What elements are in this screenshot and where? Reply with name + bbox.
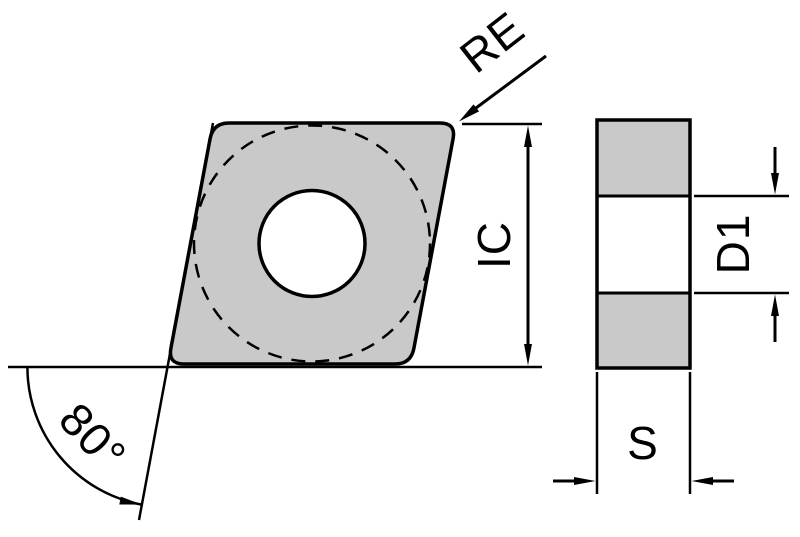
s-label: S bbox=[627, 417, 659, 469]
side-view-bottom-band bbox=[597, 293, 690, 368]
linework bbox=[8, 54, 789, 521]
s-arrow-right bbox=[574, 477, 596, 485]
angle-label: 80° bbox=[49, 393, 137, 482]
ic-arrow-down bbox=[524, 344, 532, 366]
ic-arrow-up bbox=[524, 125, 532, 147]
side-view-outline bbox=[595, 118, 692, 370]
center-hole bbox=[257, 188, 367, 299]
d1-arrow-down bbox=[771, 173, 779, 195]
side-view-top-band bbox=[597, 120, 690, 196]
re-leader-line bbox=[475, 54, 547, 110]
inscribed-circle-dashed bbox=[192, 124, 432, 363]
d1-label: D1 bbox=[707, 214, 759, 275]
angle-arc-arrowhead bbox=[119, 496, 142, 505]
re-label: RE bbox=[450, 1, 534, 83]
s-arrow-left bbox=[691, 477, 713, 485]
re-arrowhead bbox=[459, 104, 480, 122]
ic-label: IC bbox=[468, 221, 520, 269]
angle-arc bbox=[26, 366, 142, 506]
d1-arrow-up bbox=[771, 294, 779, 316]
